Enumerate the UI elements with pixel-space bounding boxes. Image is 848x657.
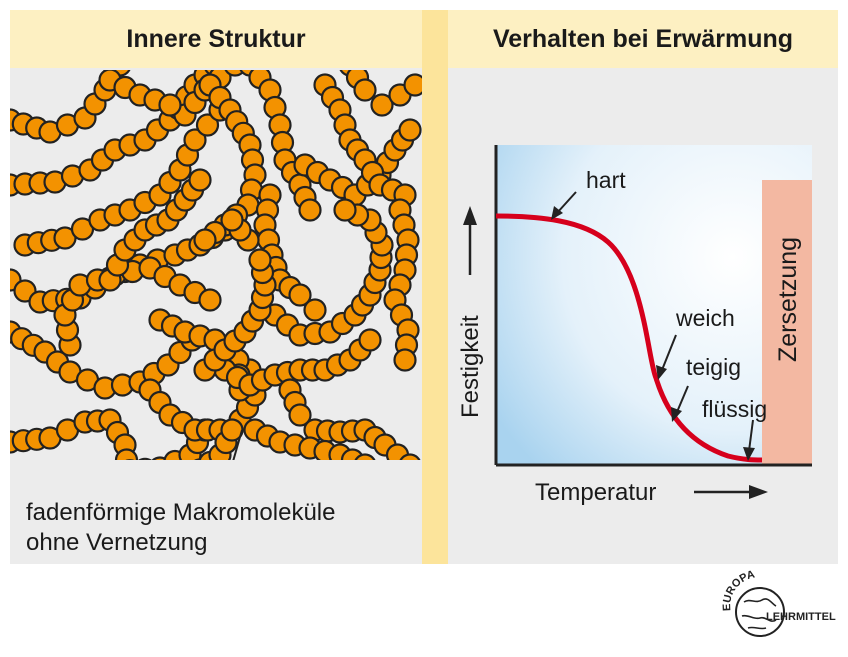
pointer-fluessig [748, 419, 754, 452]
chain-bead [158, 93, 182, 117]
chain-bead [298, 198, 322, 222]
logo-text-lehrmittel: LEHRMITTEL [766, 611, 836, 623]
chain-bead [353, 78, 377, 102]
behavior-graph: Festigkeit Temperatur Zersetzung hart we… [457, 145, 812, 506]
chain-bead [198, 288, 222, 312]
left-panel-title: Innere Struktur [10, 10, 422, 68]
europa-lehrmittel-logo: EUROPA LEHRMITTEL [721, 570, 836, 637]
chain-bead [403, 73, 422, 97]
chain-bead [398, 118, 422, 142]
caption-line-1: fadenförmige Makromoleküle [26, 499, 336, 526]
chain-bead [354, 453, 376, 460]
caption-line-2: ohne Vernetzung [26, 529, 208, 556]
chain-bead [220, 418, 244, 442]
chain-bead [303, 298, 327, 322]
arrow-weich [656, 365, 667, 380]
chain-bead [288, 403, 312, 427]
chain-bead [114, 448, 139, 460]
macromolecule-chains [10, 70, 422, 460]
decomposition-label: Zersetzung [774, 237, 802, 362]
chain-bead [195, 113, 220, 137]
arrow-hart [551, 206, 563, 220]
state-label-weich: weich [675, 305, 735, 331]
state-label-teigig: teigig [686, 354, 741, 380]
x-axis-label: Temperatur [535, 479, 656, 506]
panel-separator [422, 10, 448, 564]
pointer-weich [661, 334, 677, 371]
pointer-hart [556, 191, 577, 214]
pointer-teigig [676, 385, 689, 413]
chain-bead [288, 283, 312, 307]
arrow-teigig [671, 407, 682, 422]
chain-bead [333, 198, 357, 222]
chain-bead [193, 228, 217, 252]
strength-curve [495, 213, 763, 463]
plot-area [496, 145, 812, 465]
chain-bead [224, 70, 246, 77]
caption-pointer-line [232, 429, 243, 460]
right-panel-title: Verhalten bei Erwärmung [448, 10, 838, 68]
chain-bead [188, 168, 212, 192]
state-label-fluessig: flüssig [702, 396, 767, 422]
y-arrow-head [463, 206, 477, 225]
chain-bead [183, 128, 207, 152]
chain-bead [220, 208, 244, 232]
chain-bead [248, 248, 272, 272]
y-axis-label: Festigkeit [457, 315, 484, 418]
chain-bead [393, 348, 417, 372]
chain-bead [358, 328, 382, 352]
chain-bead [370, 93, 394, 117]
decomposition-zone [762, 180, 812, 465]
chain-bead [151, 456, 169, 460]
chain-bead [399, 453, 421, 460]
arrow-fluessig [743, 447, 755, 461]
x-arrow-head [749, 485, 768, 499]
chain-bead [138, 457, 152, 460]
state-label-hart: hart [586, 167, 626, 193]
